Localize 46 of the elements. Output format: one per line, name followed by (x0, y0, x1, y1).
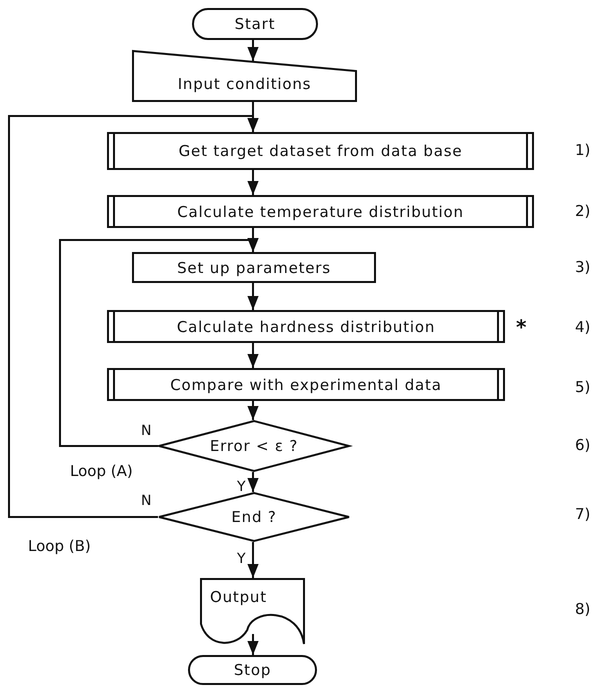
edge-label: Y (236, 552, 247, 566)
node-label: Calculate hardness distribution (176, 318, 436, 336)
step-number: 8) (575, 600, 590, 618)
manual-input-shape (132, 50, 357, 102)
loop-label: Loop (A) (70, 462, 133, 480)
note-mark: * (516, 315, 526, 339)
node-label: Start (234, 15, 276, 33)
step-number: 2) (575, 202, 590, 220)
arrow (247, 401, 259, 420)
loop-label: Loop (B) (28, 537, 91, 555)
step-number: 3) (575, 258, 590, 276)
decision-diamond (158, 420, 350, 472)
subprocess-box (107, 195, 534, 228)
subprocess-box (107, 132, 534, 170)
node-label: Set up parameters (177, 258, 331, 276)
node-label: Output (210, 588, 267, 606)
arrow (247, 634, 259, 655)
node-label: Input conditions (178, 75, 312, 93)
step-number: 7) (575, 505, 590, 523)
node-label: Compare with experimental data (170, 376, 442, 394)
arrow (8, 115, 259, 518)
edge-label: N (140, 424, 152, 438)
step-number: 1) (575, 141, 590, 159)
node-label: Stop (234, 661, 272, 679)
step-number: 4) (575, 318, 590, 336)
subprocess-box (107, 310, 505, 343)
node-label: Get target dataset from data base (178, 142, 462, 160)
arrow (247, 283, 259, 310)
terminal-shape (188, 655, 317, 685)
edge-label: Y (236, 480, 247, 494)
node-label: Error < ε ? (210, 437, 298, 455)
arrow (247, 542, 259, 578)
arrow (247, 472, 259, 492)
arrow (59, 238, 259, 447)
process-box (132, 252, 376, 283)
step-number: 5) (575, 378, 590, 396)
node-label: End ? (231, 508, 277, 526)
node-label: Calculate temperature distribution (177, 202, 464, 220)
terminal-shape (192, 8, 318, 40)
arrow (247, 40, 259, 61)
arrow (247, 343, 259, 368)
step-number: 6) (575, 436, 590, 454)
arrow (247, 170, 259, 195)
decision-diamond (158, 492, 350, 542)
subprocess-box (107, 368, 505, 401)
edge-label: N (140, 494, 152, 508)
